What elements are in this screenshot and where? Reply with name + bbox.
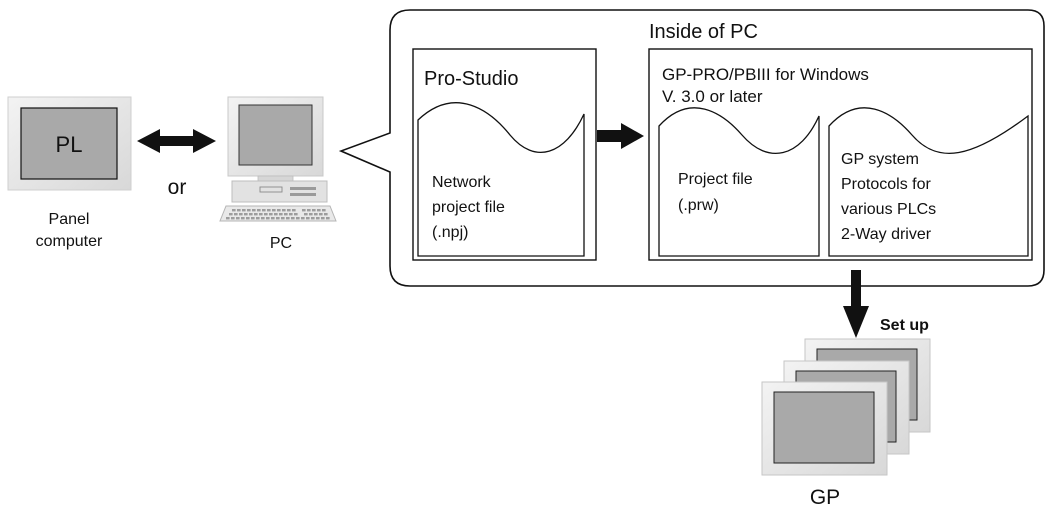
keyboard-key: [322, 209, 326, 212]
keyboard-key: [307, 209, 311, 212]
keyboard-key: [247, 209, 251, 212]
keyboard-key: [282, 209, 286, 212]
keyboard-key: [284, 213, 288, 216]
keyboard-key: [244, 213, 248, 216]
keyboard-key: [262, 209, 266, 212]
keyboard-key: [279, 213, 283, 216]
pc-monitor-screen: [238, 104, 313, 166]
gp-system-doc-line2: Protocols for: [841, 176, 931, 193]
keyboard-key: [292, 209, 296, 212]
keyboard-key: [272, 209, 276, 212]
gp-units: GP: [761, 338, 931, 509]
keyboard-key: [296, 217, 300, 220]
keyboard-key: [259, 213, 263, 216]
keyboard-key: [231, 217, 235, 220]
network-project-doc-line1: Network: [432, 174, 492, 191]
gp-pro-title-line1: GP-PRO/PBIII for Windows: [662, 65, 869, 84]
keyboard-key: [239, 213, 243, 216]
panel-computer-caption-line2: computer: [36, 233, 103, 250]
keyboard-key: [314, 213, 318, 216]
keyboard-key: [306, 217, 310, 220]
keyboard-key: [229, 213, 233, 216]
keyboard-key: [301, 217, 305, 220]
keyboard-key: [274, 213, 278, 216]
keyboard-key: [254, 213, 258, 216]
pc-computer-icon: PC: [219, 96, 337, 252]
keyboard-key: [267, 209, 271, 212]
keyboard-key: [261, 217, 265, 220]
keyboard-key: [237, 209, 241, 212]
network-project-doc-line3: (.npj): [432, 224, 468, 241]
project-file-doc-line1: Project file: [678, 171, 753, 188]
keyboard-key: [281, 217, 285, 220]
keyboard-key: [317, 209, 321, 212]
keyboard-key: [304, 213, 308, 216]
keyboard-key: [236, 217, 240, 220]
gp-caption: GP: [810, 486, 840, 509]
project-file-document: [658, 107, 820, 257]
panel-computer-screen: [20, 107, 118, 180]
keyboard-key: [266, 217, 270, 220]
pro-studio-title: Pro-Studio: [424, 68, 519, 90]
connector-label-or: or: [168, 176, 187, 199]
keyboard-key: [324, 213, 328, 216]
gp-system-document: [828, 107, 1029, 257]
keyboard-key: [232, 209, 236, 212]
keyboard-key: [264, 213, 268, 216]
keyboard-key: [309, 213, 313, 216]
network-project-doc-line2: project file: [432, 199, 505, 216]
keyboard-key: [246, 217, 250, 220]
keyboard-key: [319, 213, 323, 216]
pc-cpu-case: [231, 180, 328, 203]
pro-studio-box: Pro-Studio Network project file (.npj): [412, 48, 597, 261]
keyboard-key: [321, 217, 325, 220]
panel-computer-caption-line1: Panel: [49, 211, 90, 228]
keyboard-key: [249, 213, 253, 216]
gp-system-doc-line3: various PLCs: [841, 201, 936, 218]
gp-unit-front: [761, 381, 888, 476]
keyboard-key: [242, 209, 246, 212]
keyboard-key: [287, 209, 291, 212]
keyboard-key: [276, 217, 280, 220]
keyboard-key: [252, 209, 256, 212]
gp-system-doc-line1: GP system: [841, 151, 919, 168]
keyboard-key: [269, 213, 273, 216]
keyboard-key: [271, 217, 275, 220]
keyboard-key: [294, 213, 298, 216]
gp-system-doc-line4: 2-Way driver: [841, 226, 932, 243]
gp-pro-box: GP-PRO/PBIII for Windows V. 3.0 or later…: [648, 48, 1033, 261]
project-file-doc-line2: (.prw): [678, 197, 719, 214]
right-arrow-icon: [597, 123, 644, 149]
network-project-document: [417, 102, 585, 257]
keyboard-key: [277, 209, 281, 212]
gp-pro-title-line2: V. 3.0 or later: [662, 87, 763, 106]
keyboard-key: [326, 217, 330, 220]
down-arrow-icon: [843, 270, 869, 338]
keyboard-key: [286, 217, 290, 220]
keyboard-key: [291, 217, 295, 220]
panel-computer: PL Panel computer: [7, 96, 132, 250]
pc-keyboard-keys: [226, 209, 330, 220]
keyboard-key: [234, 213, 238, 216]
keyboard-key: [289, 213, 293, 216]
bidirectional-arrow-icon: [137, 129, 216, 153]
keyboard-key: [302, 209, 306, 212]
keyboard-key: [257, 209, 261, 212]
keyboard-key: [256, 217, 260, 220]
keyboard-key: [311, 217, 315, 220]
keyboard-key: [226, 217, 230, 220]
keyboard-key: [316, 217, 320, 220]
keyboard-key: [251, 217, 255, 220]
setup-label: Set up: [880, 317, 929, 334]
keyboard-key: [241, 217, 245, 220]
pc-caption: PC: [270, 235, 292, 252]
panel-computer-screen-label: PL: [56, 132, 83, 157]
keyboard-key: [312, 209, 316, 212]
inside-pc-title: Inside of PC: [649, 21, 758, 43]
